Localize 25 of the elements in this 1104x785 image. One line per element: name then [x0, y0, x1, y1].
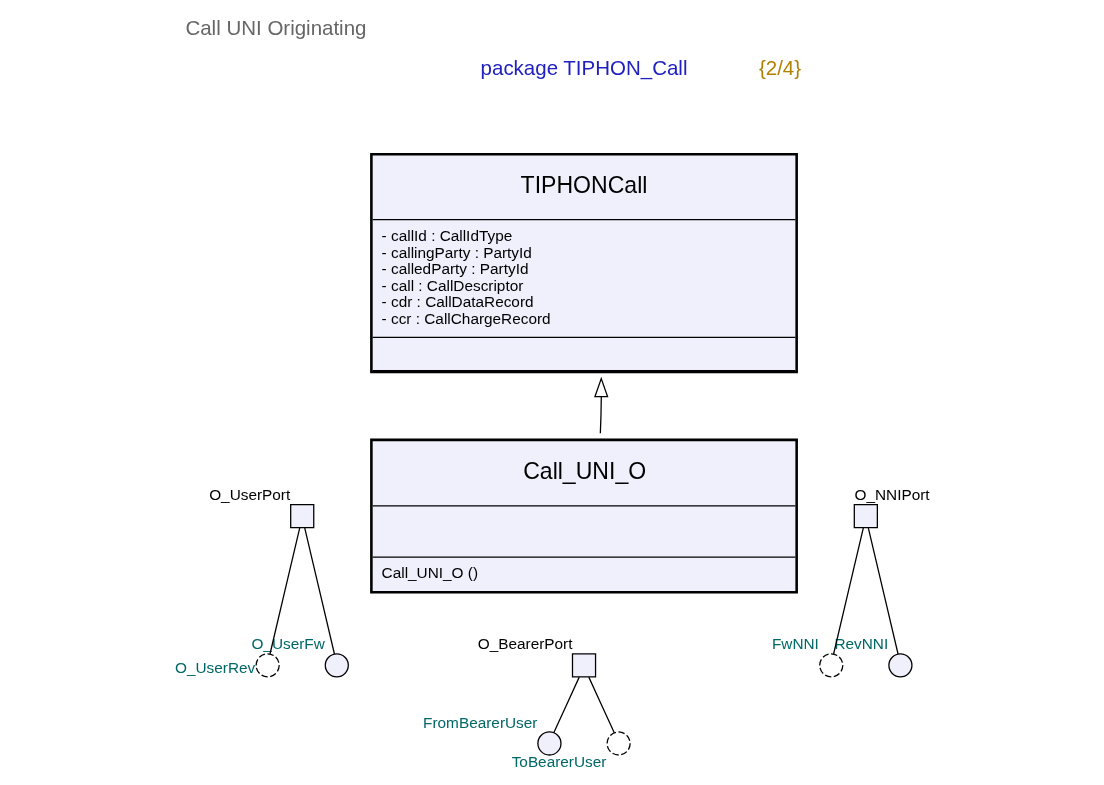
node-socket	[819, 653, 844, 678]
connector	[269, 527, 301, 655]
node-label: O_BearerPort	[477, 635, 573, 653]
connector	[867, 527, 899, 655]
label: package TIPHON_Call	[480, 55, 688, 79]
connector	[304, 527, 336, 655]
node-circle	[888, 653, 913, 678]
node-circle	[537, 731, 562, 756]
label: {2/4}	[758, 55, 802, 79]
node-socket	[255, 653, 280, 678]
node-label: ToBearerUser	[511, 753, 607, 771]
node-box	[290, 503, 315, 529]
node-label: O_NNIPort	[854, 486, 930, 504]
node-socket	[606, 731, 631, 756]
node-circle	[324, 653, 349, 678]
arrow	[594, 376, 609, 434]
node-label: FromBearerUser	[423, 713, 538, 731]
connector	[588, 676, 615, 734]
node-label: FwNNI	[771, 635, 819, 653]
node-label: O_UserPort	[209, 486, 291, 504]
node-label: O_UserRev	[175, 658, 256, 676]
node-box	[853, 503, 878, 529]
node-box	[571, 653, 597, 678]
connector	[553, 676, 580, 734]
diagram-title: Call UNI Originating	[185, 15, 367, 39]
